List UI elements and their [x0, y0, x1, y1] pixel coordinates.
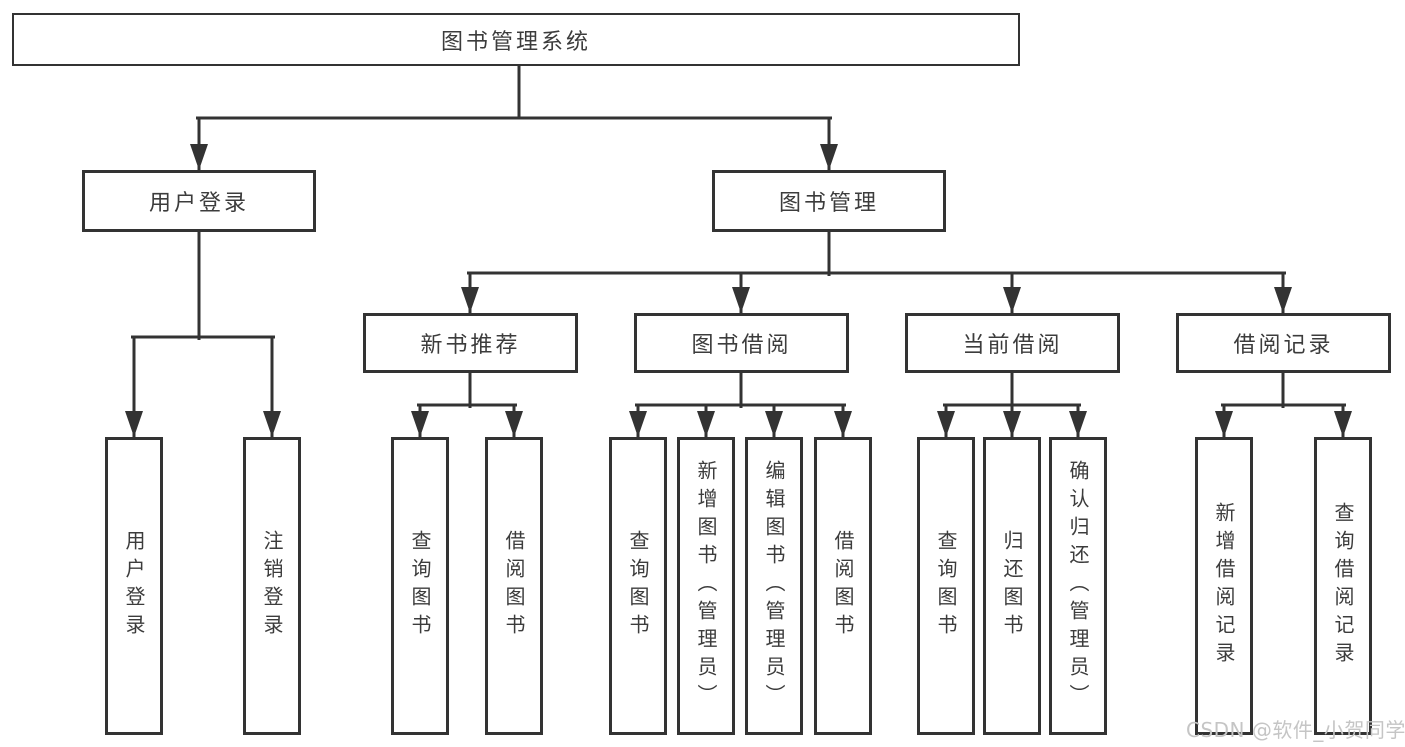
leaf-confirm-return-admin-label: 确认归还（管理员） — [1066, 460, 1090, 712]
leaf-borrow-books-recommend-label: 借阅图书 — [502, 530, 526, 642]
leaf-return-books: 归还图书 — [983, 437, 1041, 735]
leaf-query-books-current: 查询图书 — [917, 437, 975, 735]
leaf-query-books-recommend-label: 查询图书 — [408, 530, 432, 642]
leaf-logout-login: 注销登录 — [243, 437, 301, 735]
leaf-query-borrow-record: 查询借阅记录 — [1314, 437, 1372, 735]
node-new-book-recommendation: 新书推荐 — [363, 313, 578, 373]
leaf-query-books-current-label: 查询图书 — [934, 530, 958, 642]
leaf-query-books-recommend: 查询图书 — [391, 437, 449, 735]
node-user-login-label: 用户登录 — [148, 191, 249, 216]
leaf-borrow-books-recommend: 借阅图书 — [485, 437, 543, 735]
leaf-add-books-admin-label: 新增图书（管理员） — [694, 460, 718, 712]
node-borrowing-records: 借阅记录 — [1176, 313, 1391, 373]
node-book-borrowing: 图书借阅 — [634, 313, 849, 373]
node-borrowing-records-label: 借阅记录 — [1233, 333, 1334, 358]
leaf-borrow-books: 借阅图书 — [814, 437, 872, 735]
node-book-borrowing-label: 图书借阅 — [691, 333, 792, 358]
leaf-user-login-label: 用户登录 — [122, 530, 146, 642]
leaf-logout-login-label: 注销登录 — [260, 530, 284, 642]
leaf-borrow-books-label: 借阅图书 — [831, 530, 855, 642]
node-book-management-label: 图书管理 — [778, 191, 879, 216]
leaf-query-books-borrow-label: 查询图书 — [626, 530, 650, 642]
leaf-add-borrow-record: 新增借阅记录 — [1195, 437, 1253, 735]
watermark: CSDN @软件_小贺同学 — [1186, 718, 1405, 742]
leaf-add-borrow-record-label: 新增借阅记录 — [1212, 502, 1236, 670]
node-current-borrowing-label: 当前借阅 — [962, 333, 1063, 358]
leaf-query-books-borrow: 查询图书 — [609, 437, 667, 735]
leaf-add-books-admin: 新增图书（管理员） — [677, 437, 735, 735]
node-user-login: 用户登录 — [82, 170, 316, 232]
leaf-edit-books-admin: 编辑图书（管理员） — [745, 437, 803, 735]
leaf-query-borrow-record-label: 查询借阅记录 — [1331, 502, 1355, 670]
node-current-borrowing: 当前借阅 — [905, 313, 1120, 373]
leaf-return-books-label: 归还图书 — [1000, 530, 1024, 642]
node-library-system-label: 图书管理系统 — [440, 29, 591, 55]
leaf-confirm-return-admin: 确认归还（管理员） — [1049, 437, 1107, 735]
node-new-book-recommendation-label: 新书推荐 — [420, 333, 521, 358]
leaf-edit-books-admin-label: 编辑图书（管理员） — [762, 460, 786, 712]
leaf-user-login: 用户登录 — [105, 437, 163, 735]
node-library-system: 图书管理系统 — [12, 13, 1020, 66]
node-book-management: 图书管理 — [712, 170, 946, 232]
